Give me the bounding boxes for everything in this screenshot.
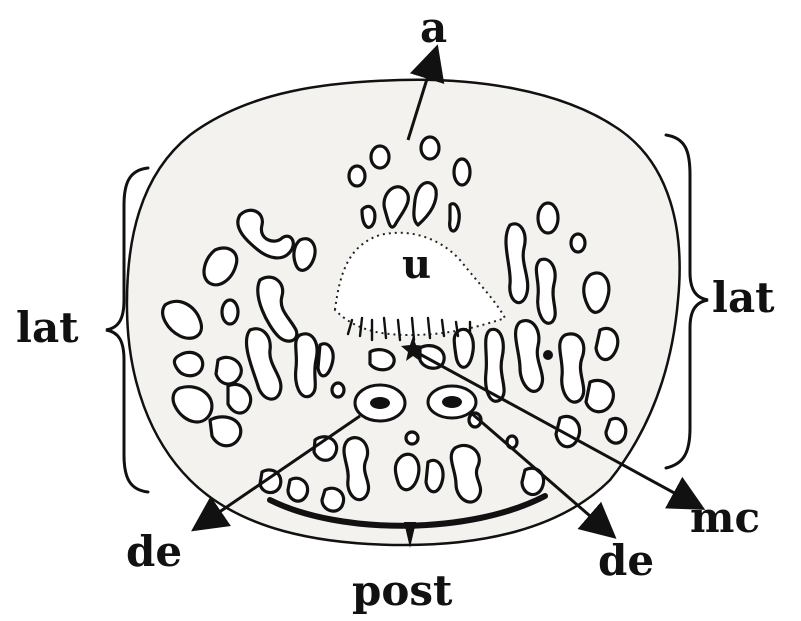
label-lateral-right: lat <box>712 273 775 322</box>
label-lateral-left: lat <box>16 303 79 352</box>
ejaculatory-duct-left-shape <box>355 385 405 421</box>
label-anterior: a <box>420 3 447 52</box>
label-posterior: post <box>352 566 453 615</box>
label-ejaculatory-duct-left: de <box>126 527 182 576</box>
ejaculatory-duct-right-shape <box>428 386 476 418</box>
label-urethra: u <box>402 241 431 288</box>
right-dot <box>543 350 553 360</box>
label-median-crest: mc <box>690 493 760 542</box>
label-ejaculatory-duct-right: de <box>598 536 654 585</box>
